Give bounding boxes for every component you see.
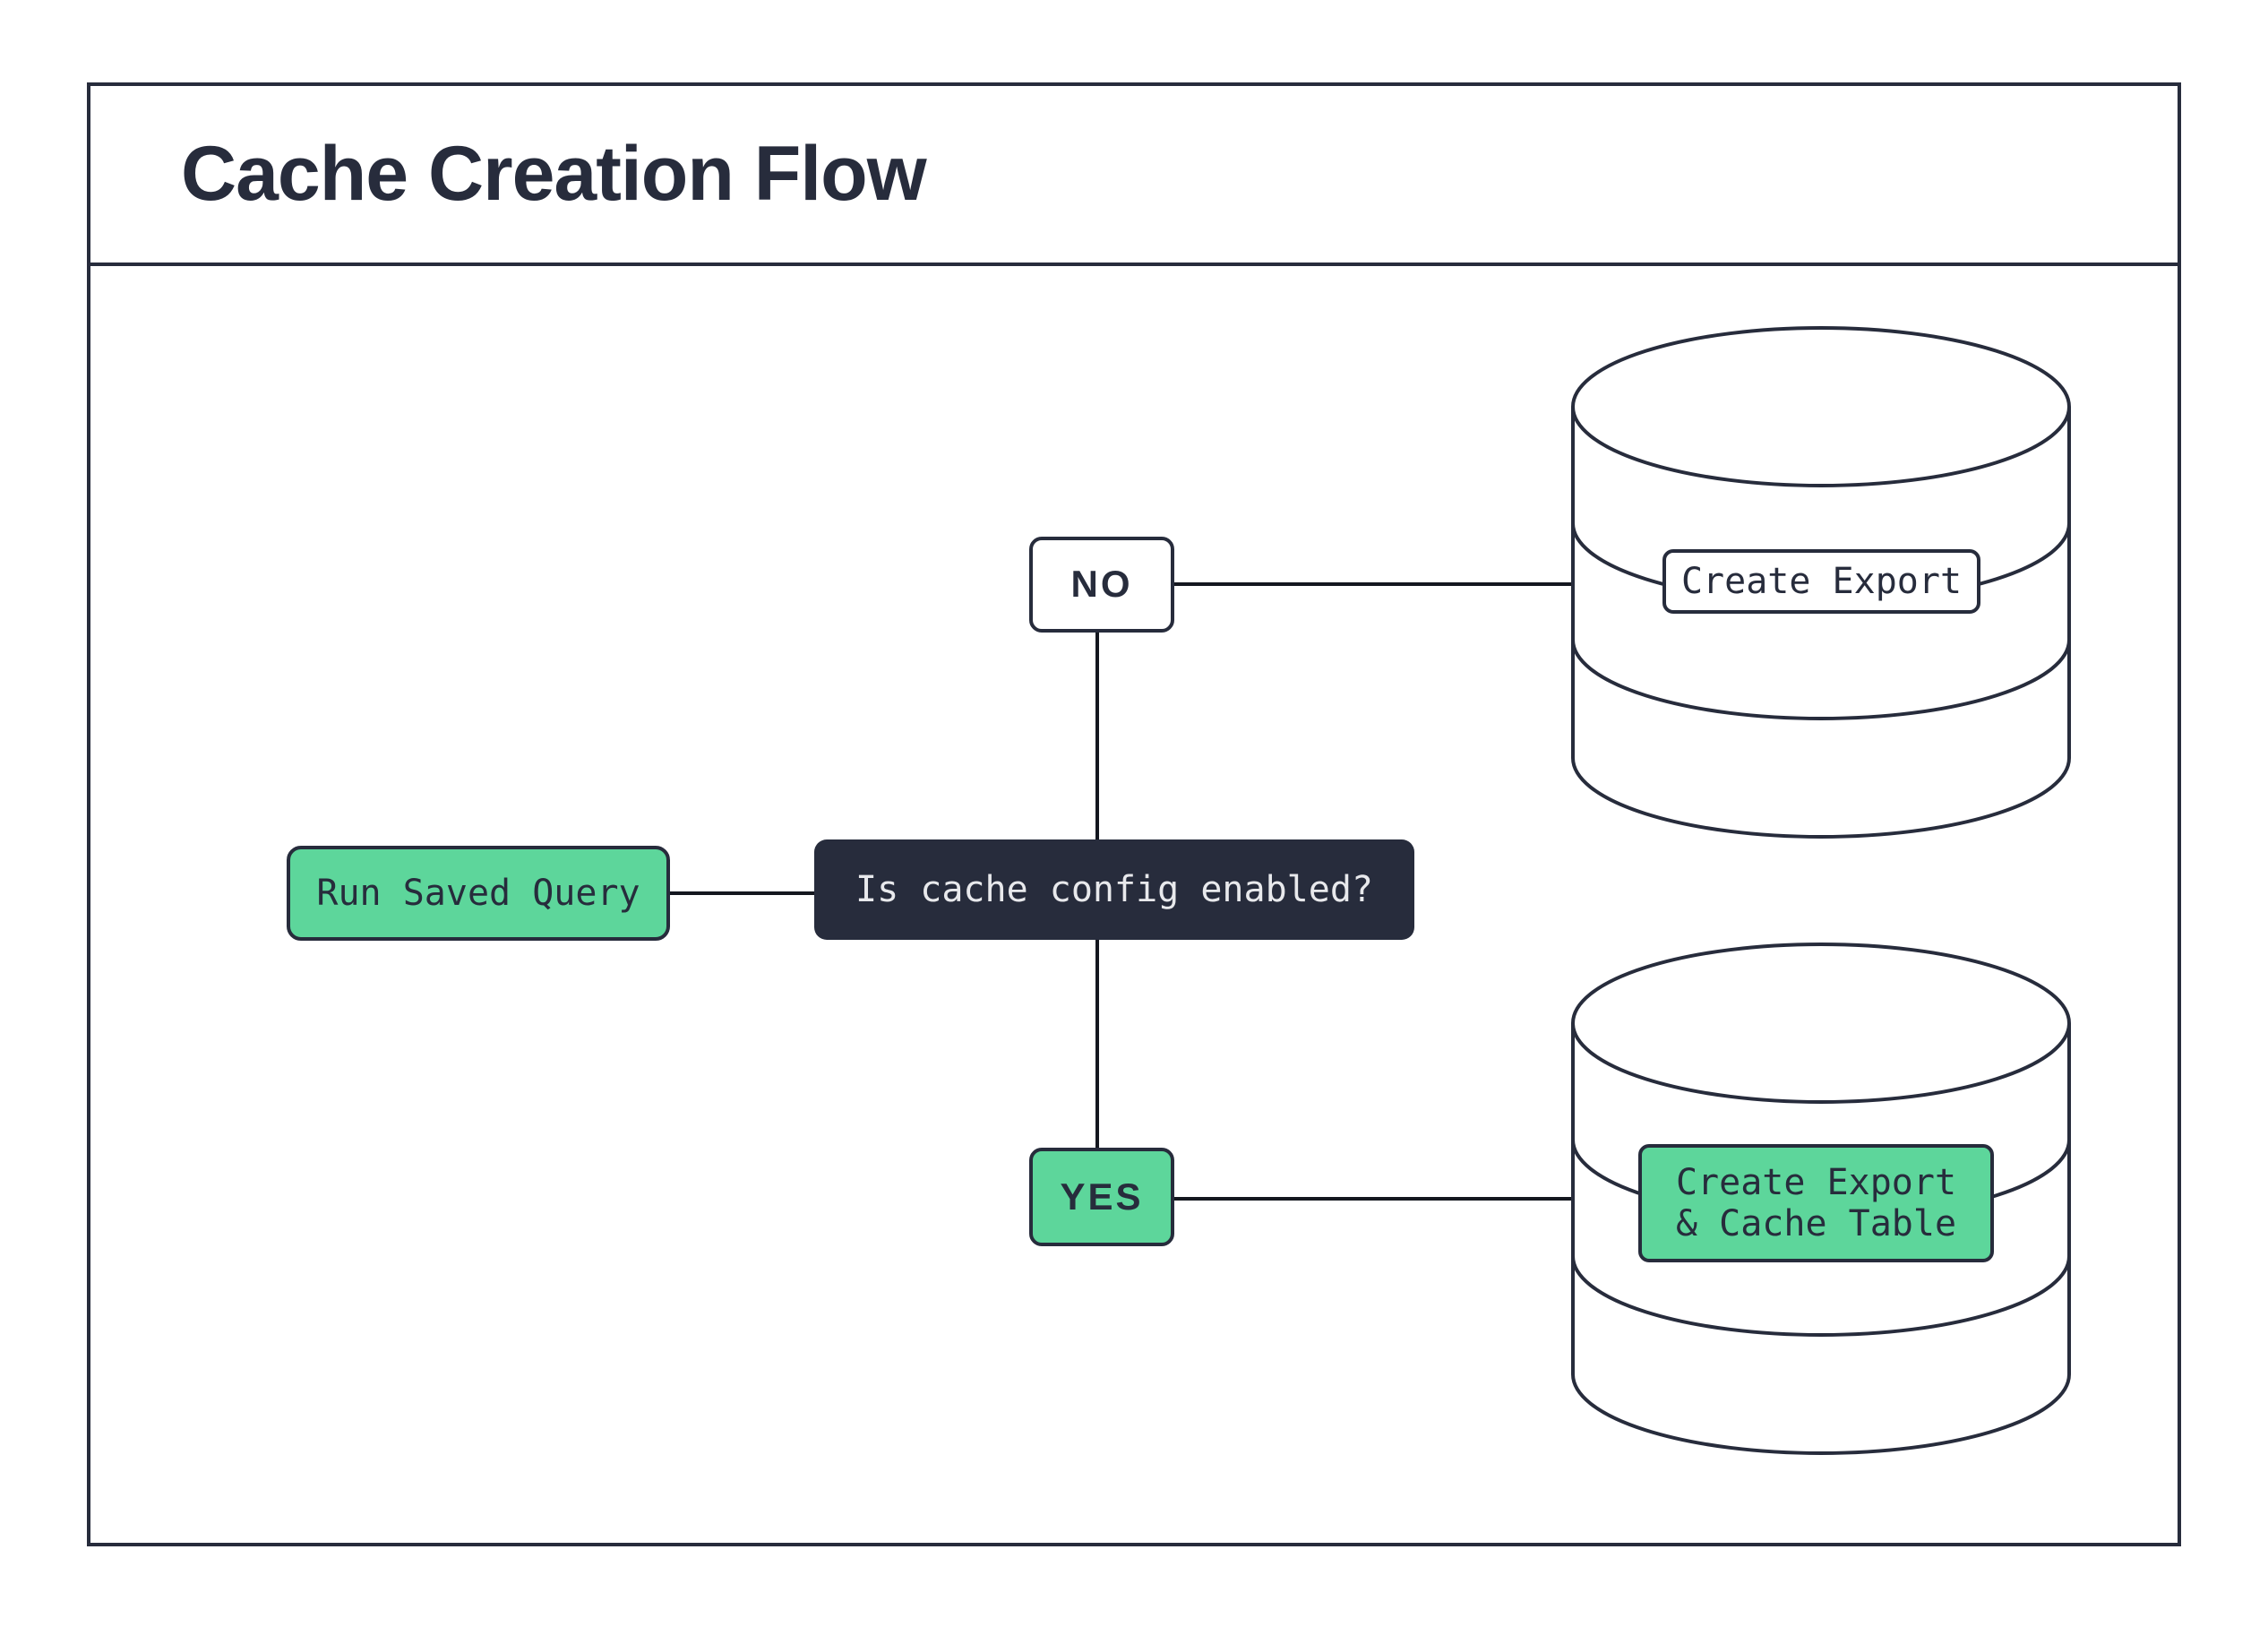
decision-node-label: Is cache config enabled? xyxy=(855,869,1373,910)
yes-branch-label: YES xyxy=(1060,1175,1144,1218)
create-export-cache-line-2: & Cache Table xyxy=(1675,1203,1957,1244)
create-export-label: Create Export xyxy=(1662,549,1980,614)
flow-area: Run Saved Query Is cache config enabled?… xyxy=(90,86,2178,1543)
connector-yes-database xyxy=(1174,1197,1572,1201)
diagram-frame: Cache Creation Flow Run Saved Query xyxy=(87,82,2181,1546)
start-node-label: Run Saved Query xyxy=(316,873,640,914)
start-node: Run Saved Query xyxy=(287,846,670,941)
title-bar: Cache Creation Flow xyxy=(90,86,2178,266)
connector-start-decision xyxy=(670,891,814,895)
create-export-cache-line-1: Create Export xyxy=(1675,1162,1957,1203)
page-title: Cache Creation Flow xyxy=(181,131,927,217)
decision-node: Is cache config enabled? xyxy=(814,839,1414,940)
create-export-label-text: Create Export xyxy=(1680,561,1963,602)
database-icon-top xyxy=(1571,326,2071,839)
no-branch-label: NO xyxy=(1070,563,1133,606)
yes-branch-node: YES xyxy=(1029,1148,1174,1246)
connector-no-decision xyxy=(1095,633,1099,839)
no-branch-node: NO xyxy=(1029,537,1174,633)
connector-decision-yes xyxy=(1095,940,1099,1148)
create-export-cache-label: Create Export & Cache Table xyxy=(1638,1144,1994,1262)
connector-no-database xyxy=(1174,582,1572,586)
